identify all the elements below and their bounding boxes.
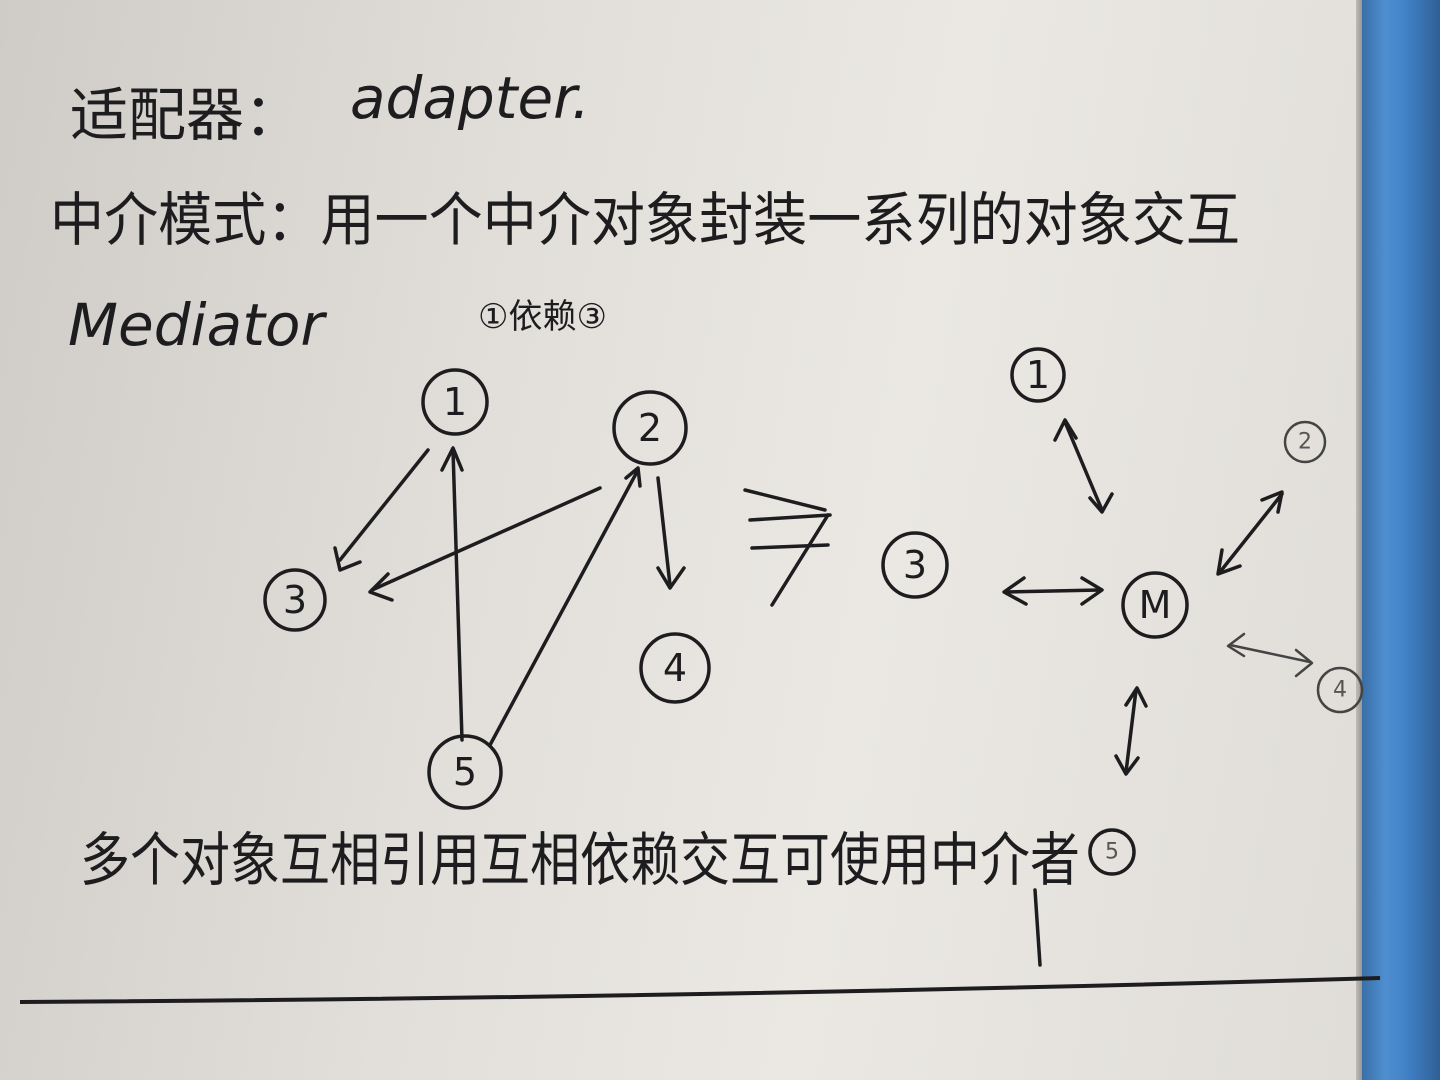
arrowhead-2 xyxy=(624,466,642,488)
right-node-1: 1 xyxy=(1010,347,1066,403)
svg-text:2: 2 xyxy=(1298,430,1312,455)
link-1-m-head-a xyxy=(1053,418,1078,442)
left-node-3: 3 xyxy=(263,568,327,632)
link-4-m xyxy=(1228,643,1312,664)
svg-text:1: 1 xyxy=(1026,353,1050,397)
arrowhead-3a xyxy=(333,546,362,572)
svg-text:4: 4 xyxy=(1333,678,1347,703)
arrowhead-1 xyxy=(440,446,464,472)
svg-text:5: 5 xyxy=(453,750,477,794)
link-2-m-head-b xyxy=(1216,548,1242,576)
transform-arrow xyxy=(743,488,832,607)
mediator-definition: 中介模式：用一个中介对象封装一系列的对象交互 xyxy=(50,186,1240,254)
dependency-note: ①依赖③ xyxy=(478,297,607,337)
link-1-m xyxy=(1063,420,1104,512)
edge-5-to-2 xyxy=(488,468,640,747)
link-3-m xyxy=(1003,588,1102,594)
right-node-5: 5 xyxy=(1088,828,1136,876)
link-2-m-head-a xyxy=(1260,490,1284,514)
arrowhead-4 xyxy=(656,566,686,590)
link-5-m xyxy=(1124,688,1138,774)
edge-1-to-3 xyxy=(338,448,430,562)
left-node-2: 2 xyxy=(612,390,688,466)
right-node-2: 2 xyxy=(1283,420,1327,464)
summary-tail-stroke xyxy=(1033,888,1042,967)
page-edge xyxy=(1356,0,1364,1080)
svg-text:1: 1 xyxy=(443,380,467,424)
blue-binder-strip xyxy=(1362,0,1440,1080)
link-5-m-head-b xyxy=(1114,754,1140,776)
link-3-m-head-a xyxy=(1002,576,1028,606)
right-mediator-graph: M 1 2 3 4 5 xyxy=(881,347,1364,876)
link-4-m-head-b xyxy=(1294,648,1314,678)
summary-note: 多个对象互相引用互相依赖交互可使用中介者 xyxy=(80,826,1080,894)
link-5-m-head-a xyxy=(1124,686,1148,708)
arrowhead-3b xyxy=(368,572,394,602)
adapter-label: 适配器： xyxy=(70,81,302,149)
left-node-1: 1 xyxy=(421,368,489,436)
link-2-m xyxy=(1218,492,1284,574)
link-3-m-head-b xyxy=(1080,576,1104,606)
svg-text:5: 5 xyxy=(1105,840,1119,865)
edge-2-to-3 xyxy=(370,486,602,592)
svg-text:3: 3 xyxy=(283,578,307,622)
svg-text:2: 2 xyxy=(638,406,662,450)
mediator-term: Mediator xyxy=(68,291,327,359)
edge-2-to-4 xyxy=(656,476,672,587)
right-node-4: 4 xyxy=(1316,666,1364,714)
left-node-5: 5 xyxy=(427,734,503,810)
mediator-node: M xyxy=(1121,571,1189,639)
svg-text:3: 3 xyxy=(903,543,927,587)
edge-5-to-1 xyxy=(451,448,464,742)
left-node-4: 4 xyxy=(639,632,711,704)
link-4-m-head-a xyxy=(1226,632,1246,658)
left-dependency-graph: 1 2 3 4 5 xyxy=(263,368,711,810)
right-node-3: 3 xyxy=(881,531,949,599)
svg-text:M: M xyxy=(1139,583,1172,627)
link-1-m-head-b xyxy=(1088,492,1114,514)
adapter-term: adapter. xyxy=(350,64,590,132)
page-divider-line xyxy=(19,976,1381,1004)
svg-text:4: 4 xyxy=(663,646,687,690)
